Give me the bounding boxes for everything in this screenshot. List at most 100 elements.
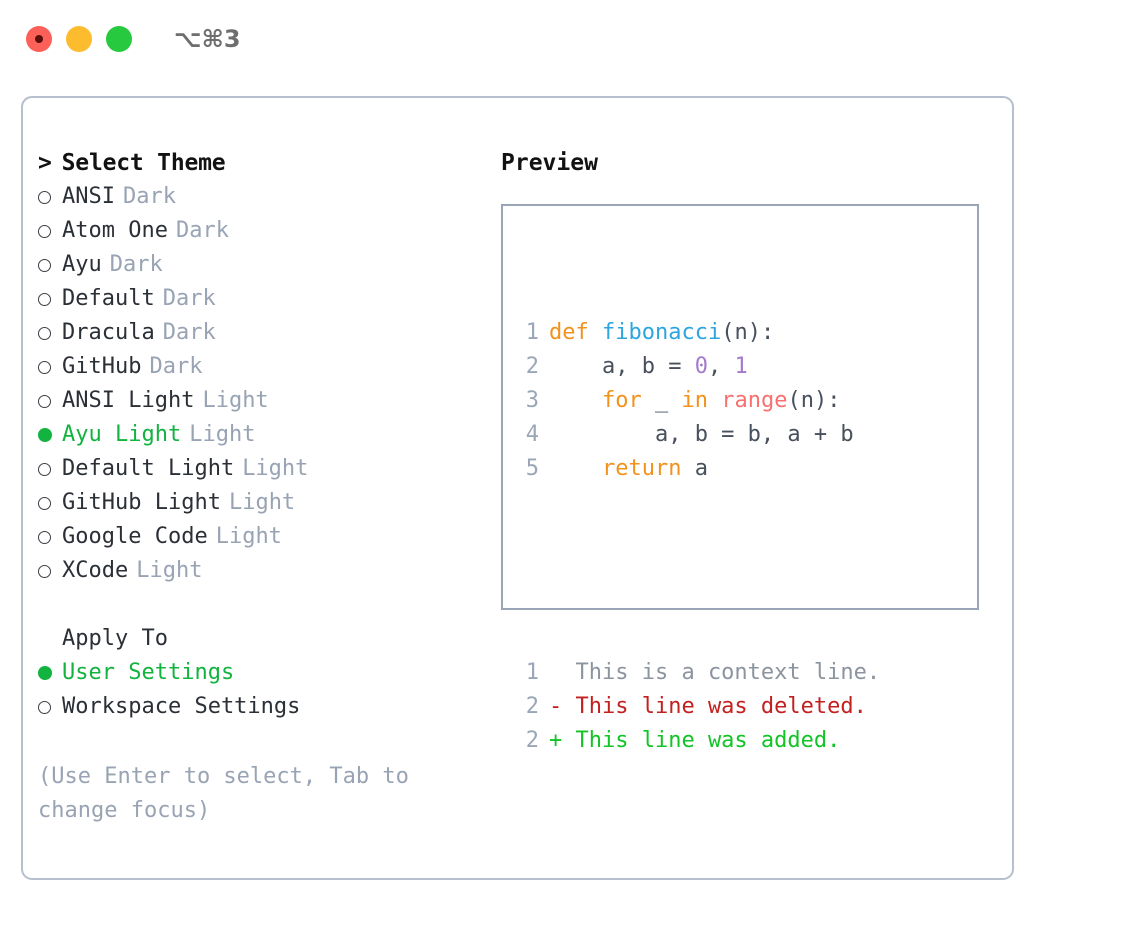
theme-option-row[interactable]: Default Light Light (38, 452, 488, 486)
radio-marker (38, 292, 62, 306)
code-token: range (721, 388, 788, 413)
theme-option-kind: Light (242, 456, 309, 481)
close-window-button[interactable] (26, 26, 52, 52)
theme-option-kind: Light (202, 388, 269, 413)
theme-option-kind: Dark (122, 184, 176, 209)
line-number: 1 (525, 660, 539, 685)
radio-unselected-icon (38, 190, 51, 204)
theme-option-kind: Light (189, 422, 256, 447)
theme-option-kind: Dark (162, 320, 216, 345)
code-line: 4 a, b = b, a + b (513, 418, 880, 452)
radio-unselected-icon (38, 700, 51, 714)
radio-marker (38, 700, 62, 714)
code-token (708, 388, 721, 413)
theme-option-row[interactable]: XCode Light (38, 554, 488, 588)
code-token: - This line was deleted. (549, 694, 867, 719)
caret-icon: > (38, 150, 52, 176)
radio-unselected-icon (38, 292, 51, 306)
apply-to-label: Apply To (62, 626, 168, 651)
line-number: 5 (525, 456, 539, 481)
select-theme-heading-label: Select Theme (61, 150, 226, 176)
apply-to-option-row[interactable]: User Settings (38, 656, 488, 690)
theme-option-row[interactable]: ANSI Dark (38, 180, 488, 214)
code-token: a, b = (549, 354, 695, 379)
line-number: 4 (525, 422, 539, 447)
theme-option-name: Atom One (62, 218, 168, 243)
code-token: for (601, 388, 642, 413)
theme-option-row[interactable]: GitHub Dark (38, 350, 488, 384)
theme-option-name: Default Light (62, 456, 235, 481)
radio-marker (38, 326, 62, 340)
radio-marker (38, 360, 62, 374)
radio-marker (38, 496, 62, 510)
radio-marker (38, 190, 62, 204)
keyboard-hint-text: (Use Enter to select, Tab to change focu… (38, 764, 423, 823)
theme-option-kind: Dark (162, 286, 216, 311)
select-theme-heading: > Select Theme (38, 146, 488, 180)
line-number: 3 (525, 388, 539, 413)
radio-unselected-icon (38, 360, 51, 374)
code-token: fibonacci (601, 320, 722, 345)
theme-option-name: GitHub (62, 354, 142, 379)
theme-option-kind: Dark (149, 354, 203, 379)
theme-option-kind: Dark (109, 252, 163, 277)
apply-to-option-row[interactable]: Workspace Settings (38, 690, 488, 724)
preview-column: Preview (501, 146, 1001, 180)
theme-option-name: Dracula (62, 320, 155, 345)
theme-option-name: GitHub Light (62, 490, 221, 515)
code-token (549, 456, 602, 481)
code-line: 2 a, b = 0, 1 (513, 350, 880, 384)
radio-selected-icon (38, 666, 52, 680)
radio-marker (38, 530, 62, 544)
theme-option-row[interactable]: Ayu Light Light (38, 418, 488, 452)
code-line: 1 This is a context line. (513, 656, 880, 690)
code-token: a, b = b, a + b (549, 422, 854, 447)
radio-unselected-icon (38, 258, 51, 272)
line-number: 2 (525, 354, 539, 379)
theme-option-name: Google Code (62, 524, 208, 549)
theme-option-name: XCode (62, 558, 129, 583)
radio-marker (38, 394, 62, 408)
radio-unselected-icon (38, 394, 51, 408)
theme-option-row[interactable]: Dracula Dark (38, 316, 488, 350)
code-token: 0 (694, 354, 708, 379)
theme-option-name: Ayu Light (62, 422, 182, 447)
code-token: _ (641, 388, 682, 413)
code-token: (n): (787, 388, 841, 413)
minimize-window-button[interactable] (66, 26, 92, 52)
line-number: 1 (525, 320, 539, 345)
radio-unselected-icon (38, 496, 51, 510)
code-token: (n): (721, 320, 775, 345)
apply-to-option-name: User Settings (62, 660, 235, 685)
code-line: 2- This line was deleted. (513, 690, 880, 724)
theme-option-kind: Light (136, 558, 203, 583)
radio-marker (38, 258, 62, 272)
code-token: return (601, 456, 682, 481)
maximize-window-button[interactable] (106, 26, 132, 52)
radio-marker (38, 666, 62, 680)
radio-unselected-icon (38, 326, 51, 340)
theme-option-row[interactable]: Default Dark (38, 282, 488, 316)
list-gap (38, 588, 488, 622)
theme-option-row[interactable]: Google Code Light (38, 520, 488, 554)
radio-marker (38, 428, 62, 442)
radio-marker (38, 224, 62, 238)
theme-option-name: Default (62, 286, 155, 311)
code-token: This is a context line. (549, 660, 881, 685)
theme-option-kind: Light (215, 524, 282, 549)
code-token: in (681, 388, 708, 413)
theme-option-name: ANSI (62, 184, 115, 209)
radio-marker (38, 564, 62, 578)
code-line: 5 return a (513, 452, 880, 486)
code-token: , (707, 354, 735, 379)
code-token: + This line was added. (549, 728, 841, 753)
